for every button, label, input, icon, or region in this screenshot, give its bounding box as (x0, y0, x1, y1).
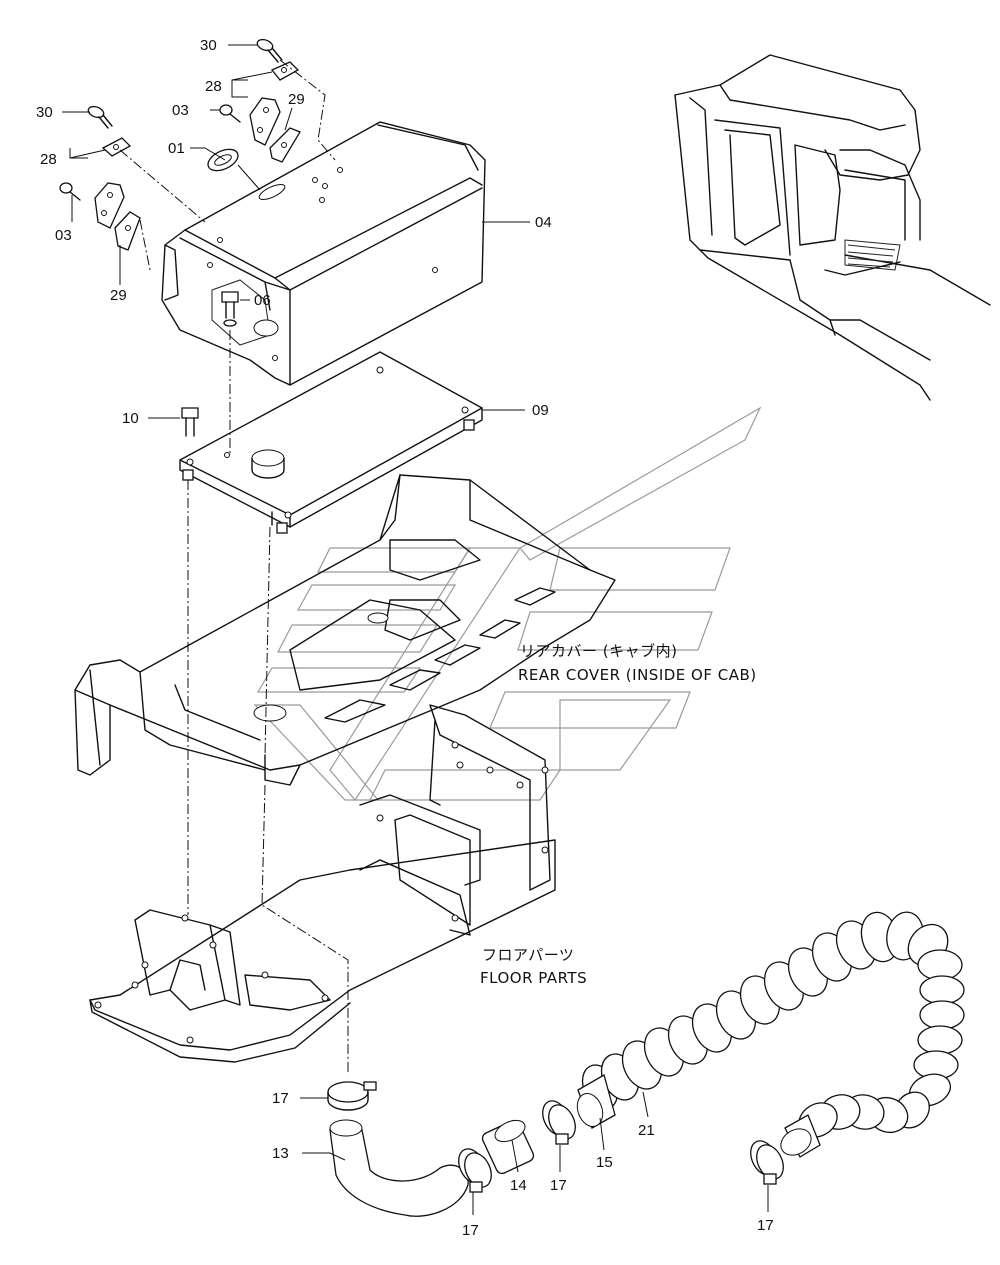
label-03-upper: 03 (172, 102, 189, 119)
label-15: 15 (596, 1154, 613, 1171)
label-17-middle: 17 (550, 1177, 567, 1194)
hose-clamp-middle (542, 1100, 576, 1145)
base-plate (179, 351, 483, 534)
bolt-06 (221, 291, 239, 327)
label-21: 21 (638, 1122, 655, 1139)
hinge-plate-28-lower (101, 137, 132, 157)
label-09: 09 (532, 402, 549, 419)
hose-clamps (327, 1081, 784, 1193)
leader-lines (62, 44, 769, 1215)
label-17-upper: 17 (272, 1090, 289, 1107)
label-14: 14 (510, 1177, 527, 1194)
label-13: 13 (272, 1145, 289, 1162)
hinge-03-lower (59, 182, 125, 229)
knob-01 (207, 148, 239, 172)
label-17-right: 17 (757, 1217, 774, 1234)
floor-parts-label-jp: フロアパーツ (482, 946, 574, 964)
rear-cover-label-jp: リアカバー (キャブ内) (520, 642, 677, 660)
label-30-upper: 30 (200, 37, 217, 54)
label-28-upper: 28 (205, 78, 222, 95)
floor-parts (89, 704, 556, 1063)
hinge-03-upper (219, 97, 281, 146)
hose-clamp-right (750, 1140, 784, 1185)
corrugated-hose (581, 911, 965, 1158)
duct-hose (329, 911, 965, 1217)
label-17-left: 17 (462, 1222, 479, 1239)
label-03-lower: 03 (55, 227, 72, 244)
label-10: 10 (122, 410, 139, 427)
small-hardware (59, 38, 301, 437)
screw-30-upper (256, 38, 283, 63)
watermark-logo (253, 406, 762, 802)
rear-cover-label-en: REAR COVER (INSIDE OF CAB) (518, 666, 757, 684)
label-01: 01 (168, 140, 185, 157)
rear-cover (74, 474, 616, 786)
hose-clamp-upper (327, 1081, 377, 1111)
cab-location-inset (674, 54, 991, 401)
label-28-lower: 28 (40, 151, 57, 168)
part-number-labels: 30 30 28 28 03 03 29 29 01 04 06 10 09 1… (36, 37, 774, 1239)
console-box (161, 121, 486, 386)
label-30-lower: 30 (36, 104, 53, 121)
hose-clamp-left (458, 1148, 492, 1193)
label-04: 04 (535, 214, 552, 231)
plate-29-lower (114, 211, 141, 251)
area-notes: リアカバー (キャブ内) REAR COVER (INSIDE OF CAB) … (480, 642, 757, 987)
hinge-plate-28-upper (270, 61, 300, 81)
screw-30-lower (87, 105, 113, 129)
floor-parts-label-en: FLOOR PARTS (480, 969, 587, 987)
plate-29-upper (269, 127, 301, 163)
label-29-upper: 29 (288, 91, 305, 108)
label-06: 06 (254, 292, 271, 309)
label-29-lower: 29 (110, 287, 127, 304)
bolt-10 (181, 407, 199, 437)
assembly-center-lines (119, 59, 349, 1075)
